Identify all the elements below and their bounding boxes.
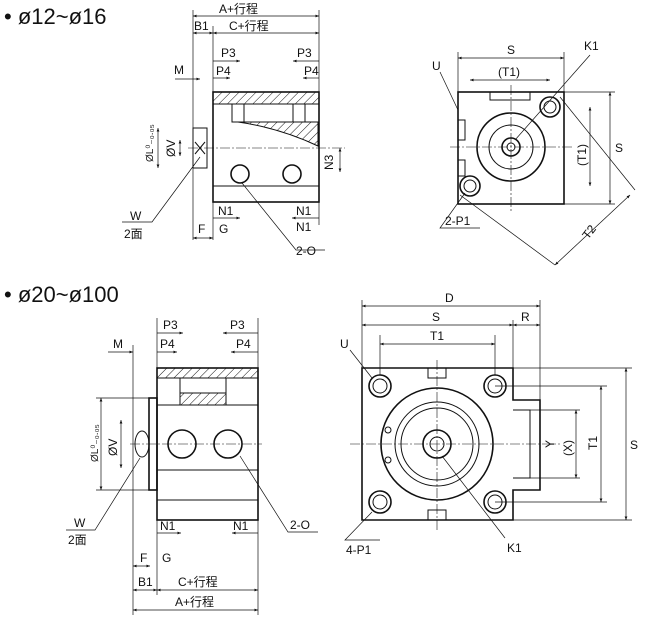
label-w: W (74, 516, 86, 530)
dim-r: R (521, 310, 530, 324)
dim-n3: N3 (322, 154, 336, 170)
label-w: W (130, 209, 142, 223)
label-u: U (340, 337, 349, 351)
dim-a: A+行程 (175, 594, 214, 609)
label-u: U (432, 59, 441, 73)
dim-f: F (140, 551, 147, 565)
front-view-small: S (T1) K1 U S (T1) T2 2-P1 (432, 39, 636, 266)
dim-b1: B1 (138, 575, 153, 589)
dim-p4: P4 (216, 64, 231, 78)
side-view-large: P3 P3 P4 P4 M ØL⁰₋₀.₀₅ ØV W 2面 N1 N1 2-O… (66, 318, 318, 615)
dim-p4: P4 (160, 337, 175, 351)
dim-s: S (507, 43, 515, 57)
label-2-p1: 2-P1 (445, 214, 471, 228)
port-1 (230, 164, 250, 184)
mount-hole (539, 96, 561, 118)
dim-m: M (174, 63, 184, 77)
label-2-faces: 2面 (68, 533, 87, 547)
dim-n1: N1 (160, 519, 176, 533)
label-2-faces: 2面 (124, 227, 143, 241)
dim-t2: T2 (579, 222, 599, 242)
dim-n1: N1 (233, 519, 249, 533)
dim-g: G (219, 222, 228, 236)
section-title-large: • ø20~ø100 (4, 282, 119, 307)
dim-l: ØL⁰₋₀.₀₅ (145, 124, 156, 162)
dim-n1: N1 (218, 204, 234, 218)
dim-p3: P3 (163, 318, 178, 332)
dim-s: S (432, 310, 440, 324)
dim-c: C+行程 (178, 574, 218, 589)
dim-p3: P3 (297, 46, 312, 60)
dim-x: (X) (561, 440, 575, 456)
dim-p4: P4 (236, 337, 251, 351)
section-title-small: • ø12~ø16 (4, 4, 106, 29)
dim-b1: B1 (194, 19, 209, 33)
label-k1: K1 (584, 39, 599, 53)
front-view-large: D S R T1 U Y (X) T1 S 4-P1 K1 (340, 291, 638, 557)
dim-n1: N1 (296, 220, 312, 234)
label-4-p1: 4-P1 (346, 543, 372, 557)
dim-p3: P3 (221, 46, 236, 60)
dim-n1: N1 (296, 204, 312, 218)
label-2-o: 2-O (296, 244, 316, 258)
cover-plate (361, 367, 541, 521)
dim-d: D (445, 291, 454, 305)
dim-y: Y (543, 440, 557, 448)
dim-v: ØV (106, 439, 120, 456)
dim-t1: T1 (586, 436, 600, 450)
side-view-small: A+行程 B1 C+行程 P3 P3 P4 P4 M ØL⁰₋₀.₀₅ ØV N… (122, 1, 345, 258)
dim-l: ØL⁰₋₀.₀₅ (90, 424, 101, 462)
hatched-section (212, 91, 320, 105)
dim-c: C+行程 (229, 18, 269, 33)
dim-s: S (630, 438, 638, 452)
dim-v: ØV (164, 140, 178, 157)
label-2-o: 2-O (290, 518, 310, 532)
label-k1: K1 (507, 541, 522, 555)
dim-t1: T1 (430, 329, 444, 343)
dim-g: G (162, 551, 171, 565)
dim-m: M (113, 337, 123, 351)
dim-p3: P3 (230, 318, 245, 332)
dim-a: A+行程 (219, 1, 258, 16)
dim-t1: (T1) (498, 65, 520, 79)
mount-hole (459, 175, 481, 197)
dim-p4: P4 (304, 64, 319, 78)
port-2 (282, 164, 302, 184)
dim-t1: (T1) (575, 144, 589, 166)
dim-s: S (615, 141, 623, 155)
dim-f: F (198, 222, 205, 236)
